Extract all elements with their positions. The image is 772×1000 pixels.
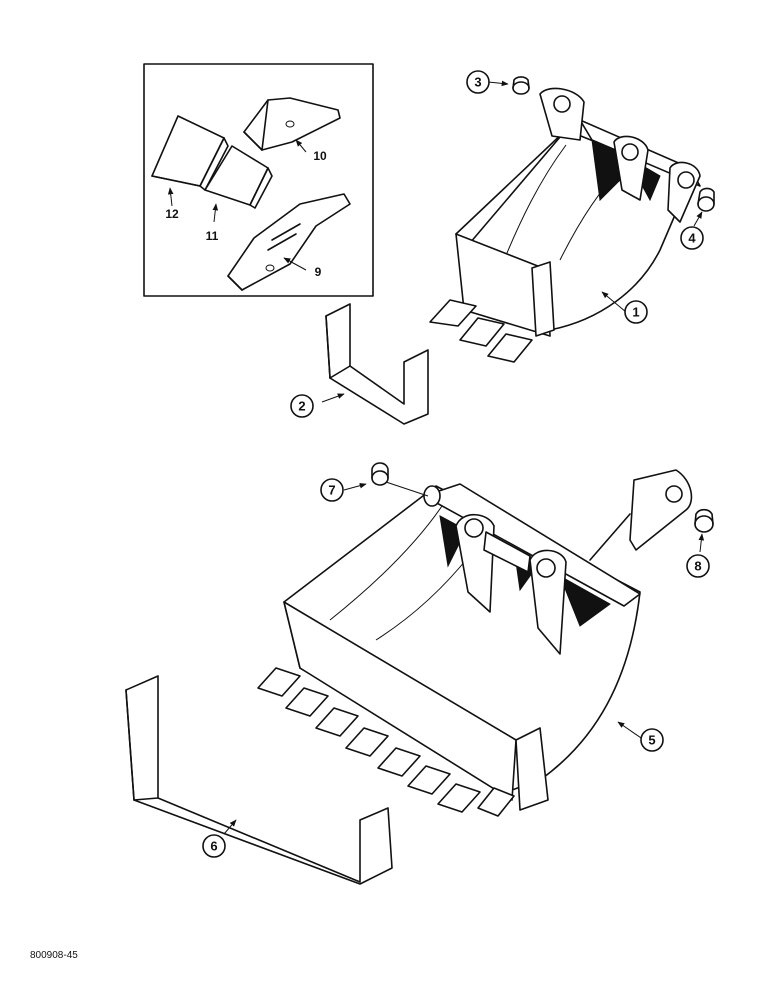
narrow-bucket-1 (429, 87, 701, 363)
callout-1-label: 1 (632, 305, 639, 320)
callout-1: 1 (624, 300, 648, 324)
callout-5: 5 (640, 728, 664, 752)
tooth-parts-inset: 12 11 10 9 (143, 63, 374, 297)
callout-7: 7 (320, 478, 344, 502)
inset-label-10: 10 (313, 149, 327, 163)
side-plate-piece (589, 469, 693, 561)
inset-label-12: 12 (165, 207, 179, 221)
callout-8-label: 8 (694, 559, 701, 574)
callout-2: 2 (290, 394, 314, 418)
tooth-9 (227, 193, 351, 291)
callout-4-label: 4 (688, 231, 696, 246)
wide-bucket-5 (257, 483, 645, 817)
bushing-3 (487, 76, 530, 95)
inset-label-11: 11 (206, 229, 219, 243)
bushing-8 (694, 508, 714, 553)
tooth-adapter-11 (204, 145, 273, 209)
callout-3: 3 (466, 70, 490, 94)
callout-6-label: 6 (210, 839, 217, 854)
inset-label-9: 9 (315, 265, 322, 279)
bushing-7 (343, 462, 429, 497)
tooth-adapter-12 (151, 115, 229, 191)
reference-code: 800908-45 (30, 950, 78, 961)
callout-5-label: 5 (648, 733, 655, 748)
tooth-10 (243, 97, 341, 151)
callout-4: 4 (680, 226, 704, 250)
callout-3-label: 3 (474, 75, 481, 90)
cutting-edge-2 (321, 303, 429, 425)
callout-7-label: 7 (328, 483, 335, 498)
cutting-edge-6 (125, 675, 393, 885)
callout-6: 6 (202, 834, 226, 858)
callout-2-label: 2 (298, 399, 305, 414)
bushing-4 (693, 187, 715, 227)
callout-8: 8 (686, 554, 710, 578)
